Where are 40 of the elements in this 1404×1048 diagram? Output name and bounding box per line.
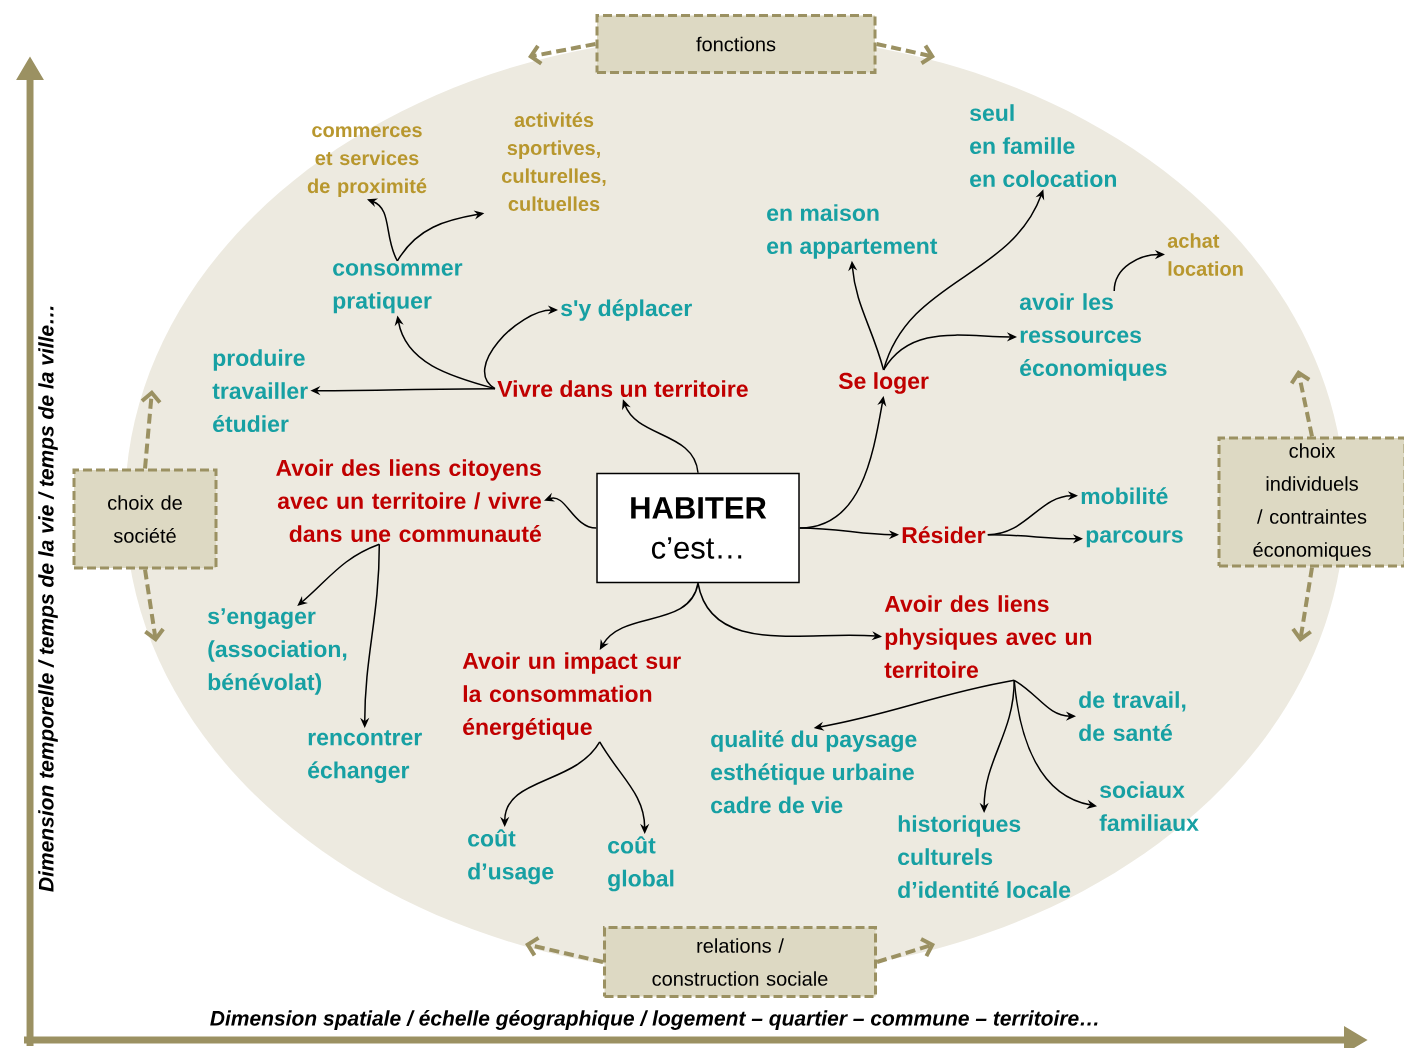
theme-label: Avoir un impact sur la consommation énergétique <box>462 652 681 740</box>
item-label: sociaux familiaux <box>1099 781 1199 832</box>
item-label: produire travailler étudier <box>212 349 308 433</box>
arrow <box>297 543 381 606</box>
item-label: mobilité <box>1081 487 1168 505</box>
dashed-arrow <box>525 936 604 964</box>
item-label: rencontrer échanger <box>308 730 422 784</box>
dashed-arrow <box>876 42 935 65</box>
item-label: historiques culturels d’identité locale <box>898 815 1071 899</box>
dashed-arrow <box>876 937 935 964</box>
central-box: HABITER c’est… <box>596 472 800 584</box>
item-label: parcours <box>1086 530 1183 548</box>
theme-label: Avoir des liens citoyens avec un territoire / vivre dans une communauté <box>276 459 541 543</box>
dashed-arrow <box>528 42 596 66</box>
dimension-box: choix individuels / contraintes économiques <box>1217 436 1404 568</box>
item-label: s'y déplacer <box>561 299 692 321</box>
item-label: coût d’usage <box>468 829 554 885</box>
item-label: qualité du paysage esthétique urbaine cadre de vie <box>711 730 917 814</box>
theme-label: Résider <box>902 526 986 544</box>
detail-label: achat location <box>1167 233 1243 276</box>
item-label: consommer pratiquer <box>333 263 463 314</box>
dashed-arrow <box>140 390 162 469</box>
item-label: coût global <box>608 836 674 892</box>
dashed-arrow <box>1289 370 1314 437</box>
item-label: en maison en appartement <box>767 204 938 259</box>
item-label: seul en famille en colocation <box>970 104 1116 188</box>
dashed-arrow <box>1291 567 1314 642</box>
dimension-box: relations / construction sociale <box>603 926 877 998</box>
dashed-arrow <box>143 569 165 642</box>
item-label: avoir les ressources économiques <box>1019 293 1167 381</box>
detail-label: commerces et services de proximité <box>307 126 427 198</box>
item-label: s’engager (association, bénévolat) <box>208 608 347 695</box>
theme-label: Avoir des liens physiques avec un territoire <box>884 595 1092 679</box>
theme-label: Vivre dans un territoire <box>497 380 748 398</box>
detail-label: activités sportives, culturelles, cultuelles <box>502 112 606 212</box>
item-label: de travail, de santé <box>1079 691 1186 742</box>
arrow <box>599 582 699 650</box>
dimension-box: choix de société <box>72 468 218 570</box>
dimension-box: fonctions <box>595 14 877 74</box>
theme-label: Se loger <box>838 372 929 394</box>
